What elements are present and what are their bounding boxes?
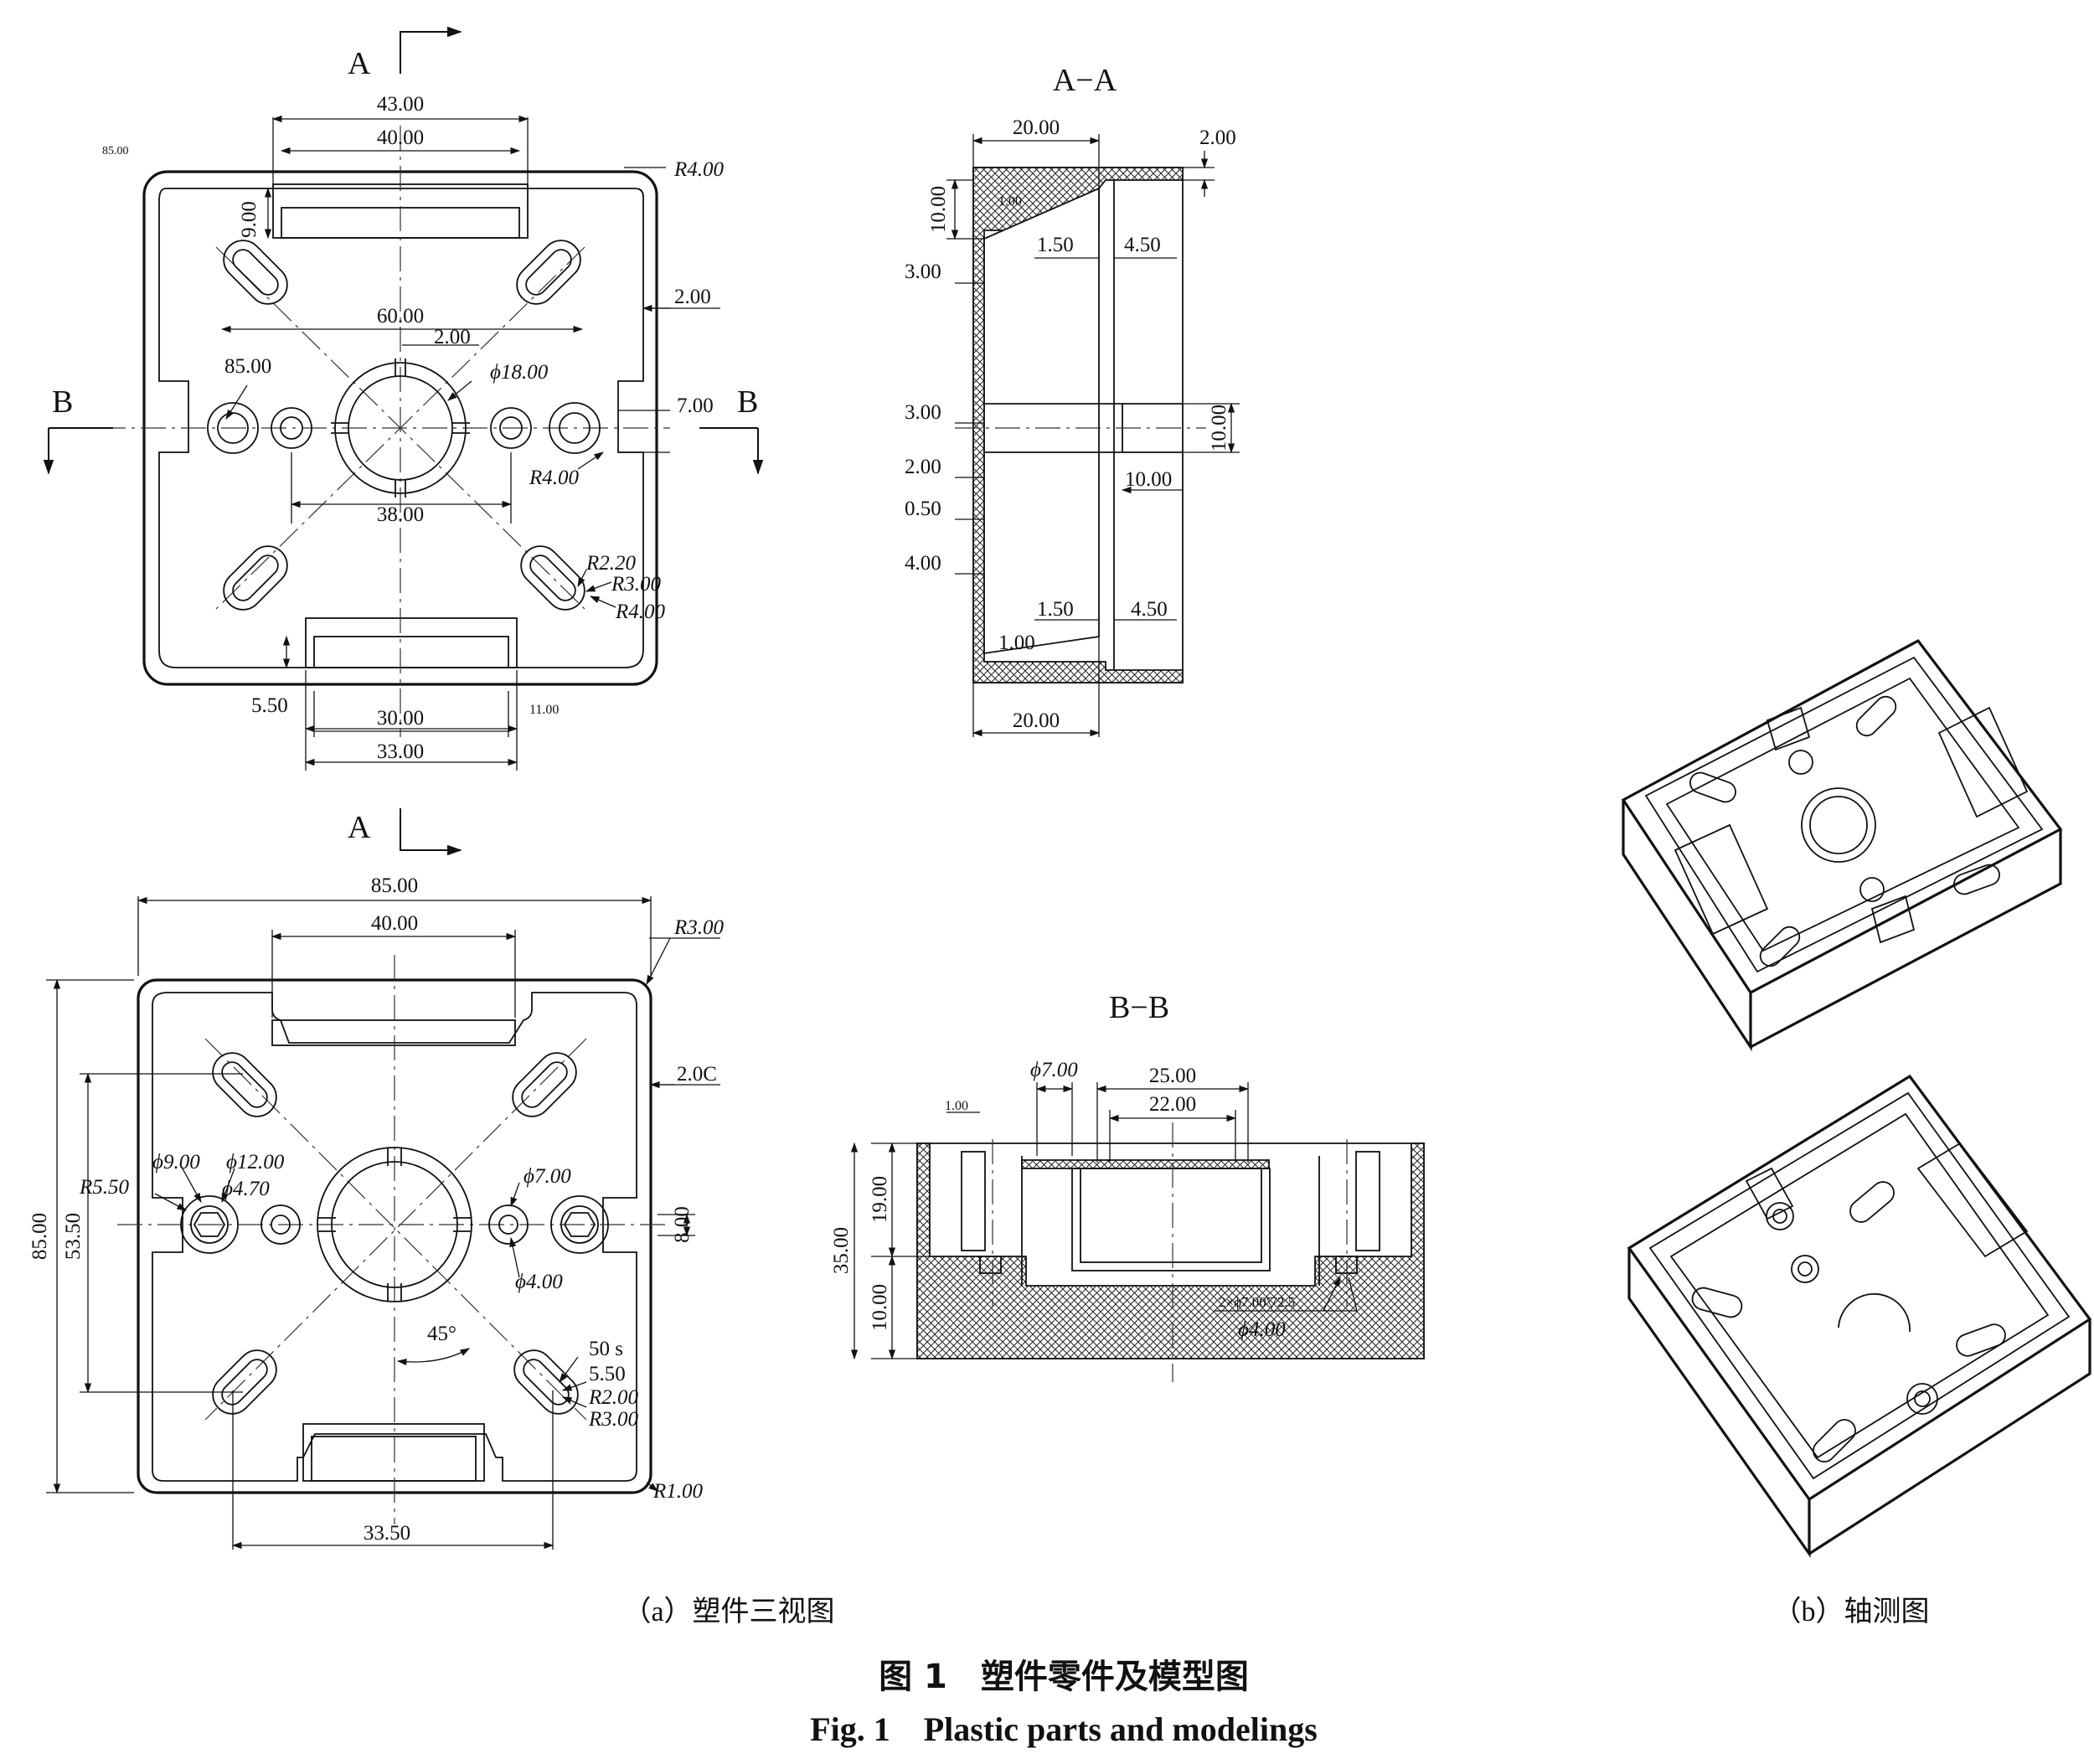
dim-phi9: ϕ9.00 bbox=[152, 1151, 200, 1173]
bb-dim-10: 10.00 bbox=[869, 1284, 891, 1331]
dim-11: 11.00 bbox=[529, 703, 559, 717]
dim-r3-b: R3.00 bbox=[588, 1408, 639, 1431]
dim-40: 40.00 bbox=[377, 126, 424, 149]
isometric-model-bottom bbox=[1627, 1074, 2092, 1559]
bb-dim-22: 22.00 bbox=[1149, 1093, 1196, 1116]
bb-dim-19: 19.00 bbox=[869, 1176, 891, 1223]
dim-5-5: 5.50 bbox=[251, 694, 288, 717]
dim-50s: 50 s bbox=[589, 1338, 623, 1360]
aa-dim-1-5-b: 1.50 bbox=[1037, 598, 1074, 621]
bb-dim-phi7: ϕ7.00 bbox=[1030, 1059, 1078, 1081]
dim-85-h: 85.00 bbox=[28, 1213, 51, 1260]
aa-dim-10-r: 10.00 bbox=[1208, 405, 1230, 451]
dim-2: 2.00 bbox=[674, 286, 711, 308]
dim-r2: R2.00 bbox=[588, 1386, 639, 1409]
aa-dim-2-v: 2.00 bbox=[905, 456, 941, 478]
dim-38: 38.00 bbox=[377, 503, 424, 526]
dim-r3-tr: R3.00 bbox=[673, 916, 725, 939]
dim-r3: R3.00 bbox=[611, 573, 662, 596]
bb-dim-35: 35.00 bbox=[830, 1227, 853, 1274]
aa-dim-4-5: 4.50 bbox=[1124, 234, 1161, 256]
dim-60: 60.00 bbox=[377, 305, 424, 328]
dim-43: 43.00 bbox=[377, 93, 424, 116]
aa-dim-1: 1.00 bbox=[998, 194, 1022, 209]
dim-53-5: 53.50 bbox=[62, 1213, 85, 1260]
section-b-b: B−B ϕ7.00 bbox=[830, 990, 1425, 1382]
dim-33: 33.00 bbox=[377, 740, 424, 763]
section-mark-b-left: B bbox=[52, 384, 73, 420]
dim-40-b: 40.00 bbox=[371, 912, 418, 935]
dim-45deg: 45° bbox=[427, 1323, 456, 1345]
top-view-a: A A B B 43.00 40.00 85.00 R4.00 9.00 2.0… bbox=[43, 26, 764, 856]
bb-hole-note: 2×ϕ7.00▽2.5 bbox=[1219, 1294, 1295, 1310]
aa-dim-20-bot: 20.00 bbox=[1013, 709, 1060, 732]
dim-30: 30.00 bbox=[377, 707, 424, 730]
aa-dim-20-top: 20.00 bbox=[1013, 116, 1060, 139]
dim-5-5-b: 5.50 bbox=[589, 1363, 626, 1385]
section-aa-title: A−A bbox=[1053, 63, 1117, 98]
dim-r5-5: R5.50 bbox=[79, 1176, 130, 1199]
figure-title-en: Fig. 1 Plastic parts and modelings bbox=[810, 1710, 1318, 1748]
aa-dim-3a: 3.00 bbox=[905, 260, 941, 283]
dim-8: 8.00 bbox=[671, 1206, 694, 1243]
aa-dim-3b: 3.00 bbox=[905, 401, 941, 424]
dim-phi18: ϕ18.00 bbox=[490, 361, 549, 384]
aa-dim-1-5: 1.50 bbox=[1037, 234, 1074, 256]
aa-dim-10: 10.00 bbox=[927, 186, 950, 233]
dim-r1: R1.00 bbox=[652, 1480, 704, 1503]
dim-33-5: 33.50 bbox=[364, 1522, 410, 1545]
dim-r2-2: R2.20 bbox=[585, 552, 637, 575]
bb-dim-25: 25.00 bbox=[1149, 1065, 1196, 1087]
bb-dim-phi4: ϕ4.00 bbox=[1238, 1318, 1286, 1341]
dim-tiny: 85.00 bbox=[102, 145, 129, 157]
bottom-view: 85.00 40.00 R3.00 2.0C 85.00 53.50 R5.50… bbox=[28, 874, 725, 1550]
figure-title-cn: 图 1 塑件零件及模型图 bbox=[879, 1658, 1249, 1696]
section-mark-a-bottom: A bbox=[348, 810, 371, 845]
aa-dim-1-b: 1.00 bbox=[998, 632, 1035, 654]
dim-r4-b: R4.00 bbox=[615, 601, 666, 623]
dim-9: 9.00 bbox=[238, 201, 260, 238]
dim-phi12: ϕ12.00 bbox=[226, 1151, 285, 1173]
section-mark-a-top: A bbox=[348, 46, 371, 81]
dim-r4-mid: R4.00 bbox=[529, 467, 580, 489]
dim-phi4-7: ϕ4.70 bbox=[222, 1178, 270, 1200]
aa-dim-2: 2.00 bbox=[1199, 126, 1236, 149]
caption-sub-a: （a）塑件三视图 bbox=[622, 1596, 834, 1627]
dim-85: 85.00 bbox=[224, 355, 271, 378]
dim-phi7: ϕ7.00 bbox=[524, 1165, 571, 1188]
dim-2b: 2.00 bbox=[434, 326, 471, 348]
aa-dim-10-w: 10.00 bbox=[1125, 468, 1172, 491]
dim-7: 7.00 bbox=[677, 395, 714, 417]
aa-dim-4: 4.00 bbox=[905, 552, 941, 575]
section-bb-title: B−B bbox=[1109, 990, 1169, 1025]
section-mark-b-right: B bbox=[737, 384, 758, 420]
aa-dim-0-5: 0.50 bbox=[905, 498, 941, 520]
dim-phi4: ϕ4.00 bbox=[515, 1271, 563, 1293]
section-a-a: A−A 20.00 2.00 10.0 bbox=[905, 63, 1240, 737]
dim-r4-tr: R4.00 bbox=[673, 158, 725, 181]
dim-85-w: 85.00 bbox=[371, 874, 418, 897]
dim-2c: 2.0C bbox=[677, 1063, 717, 1086]
aa-dim-4-5-b: 4.50 bbox=[1131, 598, 1168, 621]
isometric-model-top bbox=[1621, 638, 2063, 1052]
bb-dim-tiny: 1.00 bbox=[945, 1099, 968, 1113]
caption-sub-b: （b）轴测图 bbox=[1773, 1596, 1930, 1627]
